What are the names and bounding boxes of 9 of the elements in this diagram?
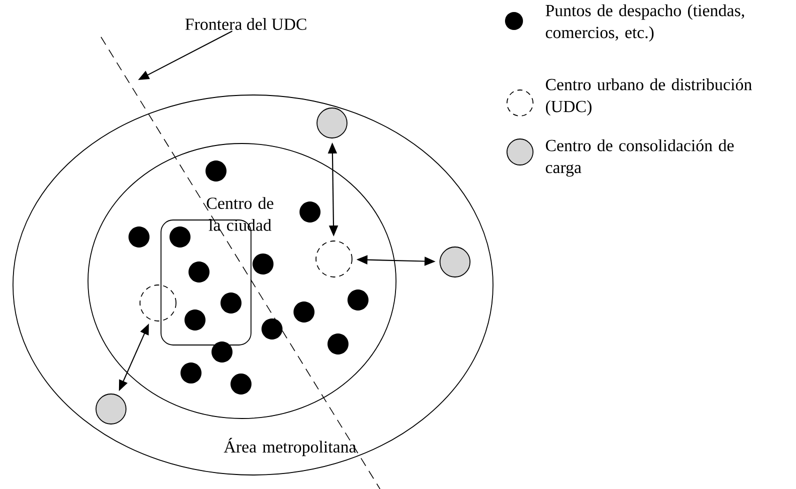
consolidation-center xyxy=(316,108,348,138)
consolidation-center xyxy=(96,394,126,424)
boundary-label: Frontera del UDC xyxy=(185,18,306,30)
legend-text: Centro de consolidación de carga xyxy=(546,139,734,177)
distribution-center xyxy=(316,240,352,278)
legend-text: Puntos de despacho (tiendas, comercios, etc.) xyxy=(546,4,744,42)
distribution-center xyxy=(140,284,176,322)
legend-text: Centro urbano de distribución (UDC) xyxy=(546,78,752,116)
consolidation-center xyxy=(440,246,470,278)
